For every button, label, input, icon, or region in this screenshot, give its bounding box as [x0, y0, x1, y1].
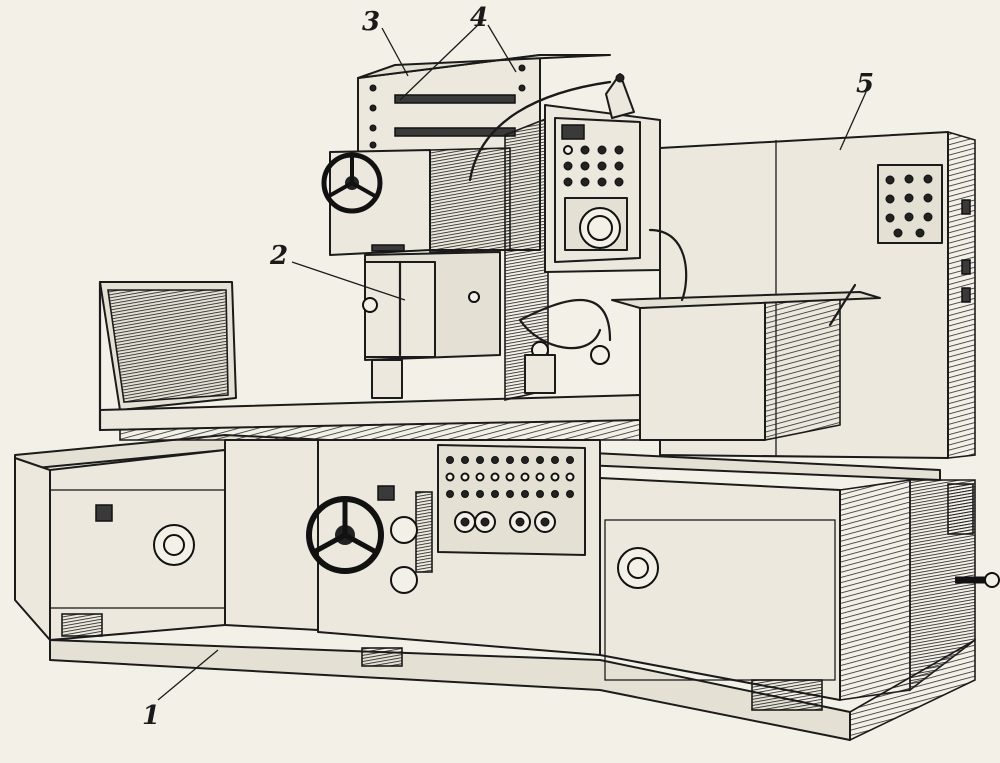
panel-knob — [490, 472, 500, 482]
panel-knob — [614, 177, 624, 187]
panel-knob — [536, 456, 544, 464]
panel-knob — [551, 490, 559, 498]
panel-knob — [536, 490, 544, 498]
callouts: 1 2 3 4 5 — [142, 3, 874, 731]
panel-knob — [563, 177, 573, 187]
panel-knob — [580, 177, 590, 187]
panel-knob — [565, 472, 575, 482]
panel-knob — [520, 472, 530, 482]
panel-knob — [550, 472, 560, 482]
panel-knob — [506, 490, 514, 498]
panel-knob — [461, 456, 469, 464]
callout-4: 4 — [470, 3, 488, 33]
leader-5 — [839, 91, 867, 151]
callout-1: 1 — [142, 701, 160, 731]
panel-knob — [475, 472, 485, 482]
callout-2: 2 — [269, 241, 288, 271]
panel-knob — [597, 177, 607, 187]
panel-knob — [505, 472, 515, 482]
panel-knob — [515, 517, 525, 527]
bed-knob-upper — [390, 516, 418, 544]
work-lamp — [468, 73, 635, 182]
table-handwheel — [306, 496, 384, 574]
panel-knob — [445, 472, 455, 482]
panel-knob — [580, 145, 590, 155]
head-handwheel — [321, 152, 383, 214]
panel-knob — [563, 161, 573, 171]
panel-knob — [446, 456, 454, 464]
panel-knob — [476, 490, 484, 498]
leader-4a — [399, 24, 479, 101]
bed-control-panel — [437, 444, 586, 556]
panel-knob — [506, 456, 514, 464]
splash-guard-right — [611, 283, 881, 441]
callout-3: 3 — [362, 7, 380, 37]
leader-3 — [381, 27, 409, 77]
hoses — [371, 228, 688, 399]
head-control-panel — [554, 117, 641, 263]
bed-vent-right — [751, 679, 823, 711]
bed-vent-center — [361, 647, 403, 667]
panel-knob — [566, 456, 574, 464]
bed-knob-lower — [390, 566, 418, 594]
leader-1 — [157, 649, 219, 701]
panel-knob — [460, 517, 470, 527]
panel-knob — [461, 490, 469, 498]
callout-5: 5 — [856, 69, 874, 99]
leader-4b — [487, 24, 517, 73]
panel-knob — [521, 490, 529, 498]
panel-knob — [535, 472, 545, 482]
panel-knob — [476, 456, 484, 464]
panel-knob — [551, 456, 559, 464]
cabinet-control-panel — [877, 164, 943, 244]
panel-knob — [580, 161, 590, 171]
panel-knob — [614, 145, 624, 155]
panel-knob — [460, 472, 470, 482]
panel-knob — [540, 517, 550, 527]
panel-knob — [563, 145, 573, 155]
panel-knob — [566, 490, 574, 498]
panel-knob — [597, 145, 607, 155]
leader-2 — [291, 261, 406, 301]
end-handle — [947, 483, 1000, 588]
panel-knob — [597, 161, 607, 171]
bed-vent-left — [61, 613, 103, 637]
panel-knob — [614, 161, 624, 171]
panel-knob — [446, 490, 454, 498]
panel-knob — [521, 456, 529, 464]
panel-knob — [480, 517, 490, 527]
panel-knob — [491, 490, 499, 498]
panel-knob — [491, 456, 499, 464]
wheel-head — [329, 147, 511, 361]
